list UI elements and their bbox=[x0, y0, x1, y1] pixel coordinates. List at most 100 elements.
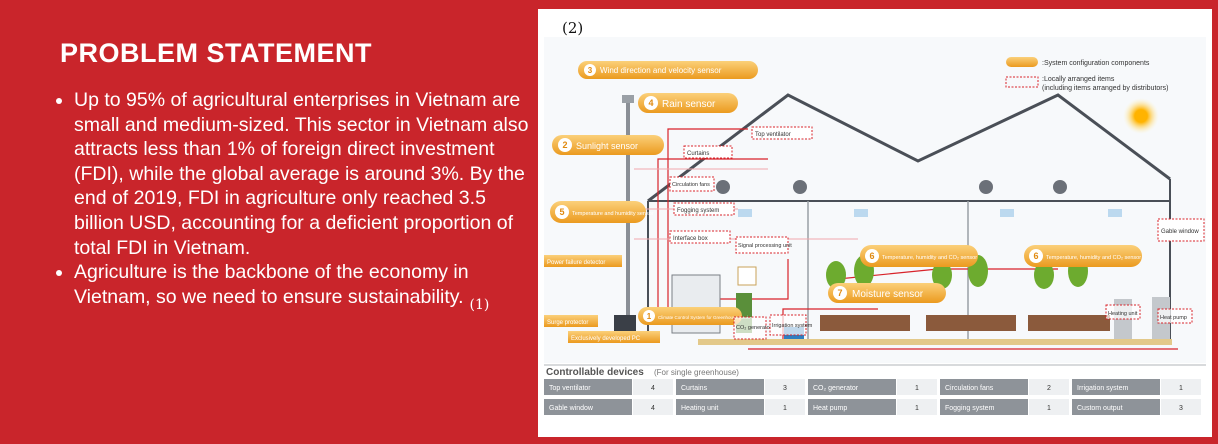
sensor-pill-5: 5 Temperature and humidity sensor bbox=[550, 201, 654, 223]
sensor-pill-7: 7 Moisture sensor bbox=[828, 283, 946, 303]
table-cell-label-bg bbox=[676, 399, 764, 415]
table-cell-label: Gable window bbox=[549, 405, 594, 412]
table-cell-label: Fogging system bbox=[945, 405, 995, 412]
table-cell-value: 3 bbox=[783, 385, 787, 392]
svg-text:6: 6 bbox=[869, 251, 874, 261]
reference-1: (1) bbox=[469, 296, 490, 313]
fog-nozzles bbox=[738, 209, 1122, 217]
legend-local-text: :Locally arranged items bbox=[1042, 76, 1115, 83]
table-cell-label: Curtains bbox=[681, 385, 708, 392]
table-cell-value: 3 bbox=[1179, 405, 1183, 412]
svg-text:Moisture sensor: Moisture sensor bbox=[852, 289, 924, 300]
svg-text:Interface box: Interface box bbox=[673, 236, 708, 242]
sensor-pill-1: 1 Climate Control System for Greenhouse … bbox=[638, 307, 761, 325]
sun-icon bbox=[1123, 98, 1159, 134]
bullet-item-backbone: Agriculture is the backbone of the econo… bbox=[74, 260, 534, 313]
table-cell-label-bg bbox=[808, 379, 896, 395]
svg-text:Circulation fans: Circulation fans bbox=[672, 182, 710, 188]
table-cell-label-bg bbox=[544, 379, 632, 395]
svg-text:Temperature and humidity senso: Temperature and humidity sensor bbox=[572, 211, 654, 217]
ventilator-fans bbox=[716, 180, 1067, 194]
table-cell-value-bg bbox=[633, 399, 673, 415]
svg-text:Power failure detector: Power failure detector bbox=[547, 260, 605, 266]
table-cell-value-bg bbox=[633, 379, 673, 395]
device-table: Top ventilator 4 Curtains 3 CO₂ generator 1 Ci… bbox=[544, 379, 1201, 415]
svg-text:CO₂ generator: CO₂ generator bbox=[736, 325, 772, 331]
table-cell-label-bg bbox=[1072, 379, 1160, 395]
table-cell-value-bg bbox=[1161, 399, 1201, 415]
table-cell-value-bg bbox=[897, 379, 937, 395]
svg-text:Signal processing unit: Signal processing unit bbox=[738, 243, 792, 249]
local-items: Top ventilator Curtains Circulation fans… bbox=[544, 126, 1205, 343]
bullet-text-backbone: Agriculture is the backbone of the econo… bbox=[74, 261, 469, 308]
svg-text:Top ventilator: Top ventilator bbox=[755, 132, 791, 138]
svg-text:Surge protector: Surge protector bbox=[547, 320, 588, 326]
table-cell-value-bg bbox=[765, 379, 805, 395]
table-cell-label: Circulation fans bbox=[945, 385, 994, 392]
table-cell-value: 1 bbox=[1179, 385, 1183, 392]
legend-system-swatch bbox=[1006, 57, 1038, 67]
table-title: Controllable devices bbox=[546, 367, 644, 378]
svg-text:Sunlight sensor: Sunlight sensor bbox=[576, 141, 638, 151]
svg-text:Irrigation system: Irrigation system bbox=[772, 323, 813, 329]
svg-text:1: 1 bbox=[647, 312, 652, 321]
table-cell-label: Heat pump bbox=[813, 405, 847, 412]
table-cell-value-bg bbox=[1029, 379, 1069, 395]
greenhouse-roof bbox=[647, 93, 1171, 203]
table-cell-value: 1 bbox=[783, 405, 787, 412]
svg-text:4: 4 bbox=[648, 98, 653, 108]
bullet-item-fdi: Up to 95% of agricultural enterprises in… bbox=[74, 88, 534, 260]
table-cell-label: Irrigation system bbox=[1077, 385, 1129, 392]
plant-beds bbox=[820, 255, 1110, 331]
svg-text:Climate Control System for Gre: Climate Control System for Greenhouse (m… bbox=[658, 315, 761, 320]
legend-local-swatch bbox=[1005, 76, 1039, 88]
table-cell-label: Heating unit bbox=[681, 405, 718, 412]
table-cell-value-bg bbox=[765, 399, 805, 415]
legend-local-note: (including items arranged by distributor… bbox=[1042, 85, 1168, 92]
table-cell-label-bg bbox=[676, 379, 764, 395]
svg-text:3: 3 bbox=[588, 66, 593, 75]
table-cell-value: 4 bbox=[651, 385, 655, 392]
table-subtitle: (For single greenhouse) bbox=[654, 368, 739, 377]
legend-system-text: :System configuration components bbox=[1042, 60, 1150, 67]
svg-text:2: 2 bbox=[562, 140, 567, 150]
svg-text:Fogging system: Fogging system bbox=[677, 208, 719, 214]
svg-text:6: 6 bbox=[1033, 251, 1038, 261]
svg-text:5: 5 bbox=[559, 207, 564, 217]
svg-text:Exclusively developed PC: Exclusively developed PC bbox=[571, 336, 641, 342]
bullet-list: Up to 95% of agricultural enterprises in… bbox=[52, 88, 534, 313]
greenhouse-diagram: :System configuration components :Locall… bbox=[544, 37, 1206, 415]
table-cell-label: CO₂ generator bbox=[813, 385, 859, 392]
svg-text:Curtains: Curtains bbox=[687, 151, 709, 157]
table-cell-value: 1 bbox=[915, 405, 919, 412]
wind-sensor-icon bbox=[622, 95, 634, 103]
table-cell-label-bg bbox=[808, 399, 896, 415]
table-cell-value: 4 bbox=[651, 405, 655, 412]
table-cell-label: Custom output bbox=[1077, 405, 1123, 412]
table-cell-value: 1 bbox=[915, 385, 919, 392]
table-cell-label-bg bbox=[544, 399, 632, 415]
table-cell-value-bg bbox=[1029, 399, 1069, 415]
sensor-pill-4: 4 Rain sensor bbox=[638, 93, 738, 113]
svg-text:Temperature, humidity and CO₂: Temperature, humidity and CO₂ sensor bbox=[1046, 255, 1141, 261]
table-cell-value: 1 bbox=[1047, 405, 1051, 412]
table-cell-label-bg bbox=[1072, 399, 1160, 415]
table-cell-value-bg bbox=[1161, 379, 1201, 395]
svg-text:Gable window: Gable window bbox=[1161, 229, 1199, 235]
bullet-text-fdi: Up to 95% of agricultural enterprises in… bbox=[74, 89, 529, 259]
svg-text:Heat pump: Heat pump bbox=[1160, 315, 1187, 321]
pc-icon bbox=[614, 315, 636, 331]
table-cell-label-bg bbox=[940, 399, 1028, 415]
svg-text:Rain sensor: Rain sensor bbox=[662, 99, 716, 110]
sensor-pill-6a: 6 Temperature, humidity and CO₂ sensor bbox=[860, 245, 978, 267]
greenhouse-diagram-panel: (2) :System configuration components :Lo… bbox=[538, 9, 1212, 437]
svg-text:7: 7 bbox=[837, 288, 842, 298]
svg-text:Temperature, humidity and CO₂: Temperature, humidity and CO₂ sensor bbox=[882, 255, 977, 261]
table-cell-label: Top ventilator bbox=[549, 385, 591, 392]
reference-2: (2) bbox=[562, 19, 584, 37]
table-cell-value-bg bbox=[897, 399, 937, 415]
left-panel: PROBLEM STATEMENT Up to 95% of agricultu… bbox=[0, 0, 530, 444]
svg-text:Wind direction and velocity se: Wind direction and velocity sensor bbox=[600, 66, 722, 75]
table-cell-value: 2 bbox=[1047, 385, 1051, 392]
signal-unit-icon bbox=[737, 266, 757, 286]
